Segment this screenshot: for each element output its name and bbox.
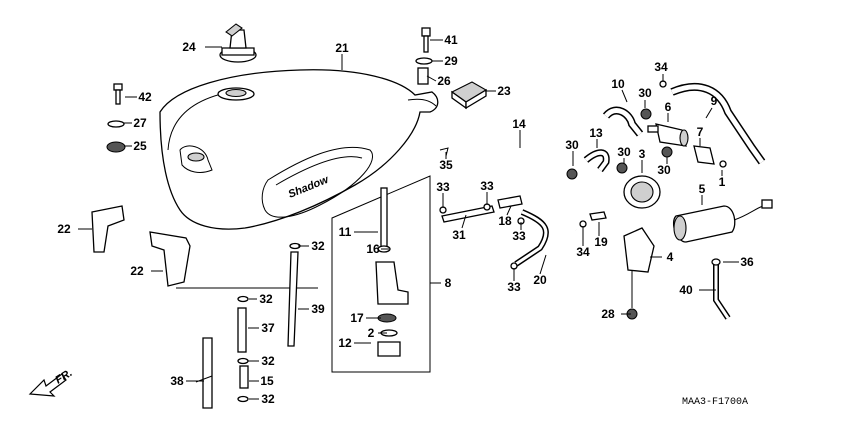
callout-c6: 6 bbox=[665, 100, 672, 114]
callout-c31: 31 bbox=[452, 228, 466, 242]
callout-c22a: 22 bbox=[57, 222, 71, 236]
rubber-25 bbox=[106, 141, 126, 153]
bracket-4 bbox=[623, 227, 655, 273]
hose-31 bbox=[441, 205, 495, 223]
leader-line-c20 bbox=[539, 254, 547, 275]
joint-18 bbox=[497, 195, 523, 209]
callout-c14: 14 bbox=[512, 117, 526, 131]
callout-c30b: 30 bbox=[565, 138, 579, 152]
callout-c26: 26 bbox=[437, 74, 451, 88]
callout-c34b: 34 bbox=[576, 245, 590, 259]
callout-c32b: 32 bbox=[259, 292, 273, 306]
fuel-cap bbox=[219, 23, 257, 63]
callout-c24: 24 bbox=[182, 40, 196, 54]
callout-c32d: 32 bbox=[261, 392, 275, 406]
callout-c15: 15 bbox=[260, 374, 274, 388]
washer-27 bbox=[107, 120, 125, 128]
callout-c23: 23 bbox=[497, 84, 511, 98]
leader-line-c18 bbox=[506, 205, 512, 216]
bracket-22b bbox=[149, 231, 191, 287]
callout-c9: 9 bbox=[711, 94, 718, 108]
callout-c19: 19 bbox=[594, 235, 608, 249]
leader-line-c10 bbox=[621, 89, 628, 103]
callout-c17: 17 bbox=[350, 311, 364, 325]
callout-c30a: 30 bbox=[638, 86, 652, 100]
callout-c32a: 32 bbox=[311, 239, 325, 253]
hose-38 bbox=[202, 337, 213, 409]
collar-26 bbox=[417, 67, 429, 85]
callout-c10: 10 bbox=[611, 77, 625, 91]
fuel-pump-3 bbox=[623, 175, 661, 209]
callout-c38: 38 bbox=[170, 374, 184, 388]
callout-c16: 16 bbox=[366, 242, 380, 256]
joint-15 bbox=[239, 365, 249, 389]
callout-c11: 11 bbox=[339, 225, 352, 239]
callout-c18: 18 bbox=[498, 214, 512, 228]
bolt-41 bbox=[421, 27, 431, 53]
callout-c41: 41 bbox=[444, 33, 458, 47]
callout-c36: 36 bbox=[740, 255, 754, 269]
callout-c2: 2 bbox=[368, 326, 375, 340]
callout-c21: 21 bbox=[335, 41, 349, 55]
leader-line-c9 bbox=[705, 107, 713, 119]
callout-c37: 37 bbox=[261, 321, 275, 335]
fuel-filter-6 bbox=[647, 123, 689, 147]
leader-line-c26 bbox=[426, 75, 437, 82]
callout-c30c: 30 bbox=[617, 145, 631, 159]
front-direction-arrow: FR. bbox=[28, 367, 75, 397]
callout-c33c: 33 bbox=[512, 229, 526, 243]
callout-c42: 42 bbox=[138, 90, 152, 104]
callout-c40: 40 bbox=[679, 283, 693, 297]
callout-c8: 8 bbox=[445, 276, 452, 290]
callout-c7: 7 bbox=[697, 125, 704, 139]
fuel-tank: Shadow bbox=[159, 69, 439, 230]
callout-c34a: 34 bbox=[654, 60, 668, 74]
callout-c1: 1 bbox=[719, 175, 726, 189]
callout-c20: 20 bbox=[533, 273, 547, 287]
joint-19 bbox=[589, 211, 607, 221]
callout-c3: 3 bbox=[639, 147, 646, 161]
callout-c30d: 30 bbox=[657, 163, 671, 177]
callout-c27: 27 bbox=[133, 116, 147, 130]
fitting-7 bbox=[693, 145, 715, 165]
callout-c5: 5 bbox=[699, 182, 706, 196]
fuel-pump-5 bbox=[672, 199, 773, 243]
callout-c33d: 33 bbox=[507, 280, 521, 294]
callout-c25: 25 bbox=[133, 139, 147, 153]
callout-c4: 4 bbox=[667, 250, 674, 264]
bracket-22a bbox=[91, 205, 125, 253]
fuel-cock-assembly bbox=[331, 175, 431, 373]
callout-c22b: 22 bbox=[130, 264, 144, 278]
callout-c32c: 32 bbox=[261, 354, 275, 368]
callout-c35: 35 bbox=[439, 158, 453, 172]
hose-39 bbox=[287, 251, 299, 347]
hose-37 bbox=[237, 307, 247, 353]
leader-line-c31 bbox=[461, 214, 467, 229]
diagram-code: MAA3-F1700A bbox=[682, 397, 748, 408]
washer-29 bbox=[415, 57, 433, 65]
callout-c33a: 33 bbox=[436, 180, 450, 194]
cushion-23 bbox=[450, 81, 488, 110]
callout-c13: 13 bbox=[589, 126, 603, 140]
callout-c33b: 33 bbox=[480, 179, 494, 193]
callout-c29: 29 bbox=[444, 54, 458, 68]
callout-c28: 28 bbox=[601, 307, 615, 321]
bolt-42 bbox=[113, 83, 123, 105]
callout-c39: 39 bbox=[311, 302, 325, 316]
callout-c12: 12 bbox=[338, 336, 352, 350]
